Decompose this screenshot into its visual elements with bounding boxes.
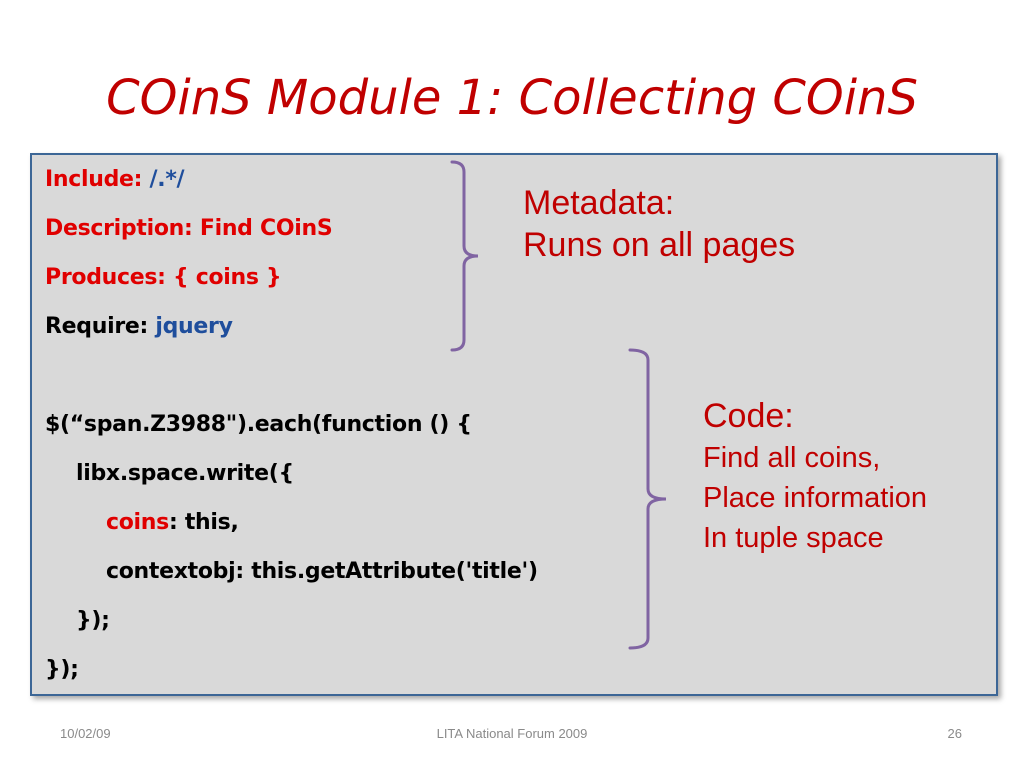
footer-date: 10/02/09 [60, 726, 111, 741]
code-annotation-line: Find all coins, [703, 442, 881, 474]
description-line: Description: Find COinS [45, 216, 333, 241]
metadata-text: Runs on all pages [523, 226, 796, 264]
code-annotation-heading: Code: [703, 397, 794, 435]
code-annotation-line: Place information [703, 482, 928, 514]
footer-event: LITA National Forum 2009 [436, 726, 588, 741]
code-box: Include: /.*/ Description: Find COinS Pr… [30, 153, 998, 696]
code-line-coins: coins: this, [106, 508, 239, 538]
require-line: Require: jquery [45, 312, 233, 342]
coins-rest: : this, [168, 510, 239, 535]
code-line-close-outer: }); [45, 657, 79, 682]
code-annotation: Code: Find all coins, Place information … [703, 394, 927, 558]
require-label: Require: [45, 314, 156, 339]
include-value: /.*/ [149, 167, 185, 192]
code-line-write: libx.space.write({ [76, 461, 294, 486]
code-brace-icon [628, 348, 667, 650]
coins-key: coins [106, 510, 169, 535]
code-line-contextobj: contextobj: this.getAttribute('title') [106, 559, 538, 584]
metadata-annotation: Metadata: Runs on all pages [523, 182, 795, 266]
include-label: Include: [45, 167, 150, 192]
metadata-brace-icon [450, 160, 479, 352]
code-annotation-line: In tuple space [703, 522, 884, 554]
produces-line: Produces: { coins } [45, 265, 282, 290]
include-line: Include: /.*/ [45, 165, 185, 195]
code-line-close-inner: }); [76, 608, 110, 633]
require-value: jquery [155, 314, 233, 339]
slide-title: COinS Module 1: Collecting COinS [106, 70, 918, 126]
metadata-heading: Metadata: [523, 184, 675, 222]
code-line-each: $(“span.Z3988").each(function () { [45, 412, 472, 437]
footer-page-number: 26 [947, 726, 962, 741]
